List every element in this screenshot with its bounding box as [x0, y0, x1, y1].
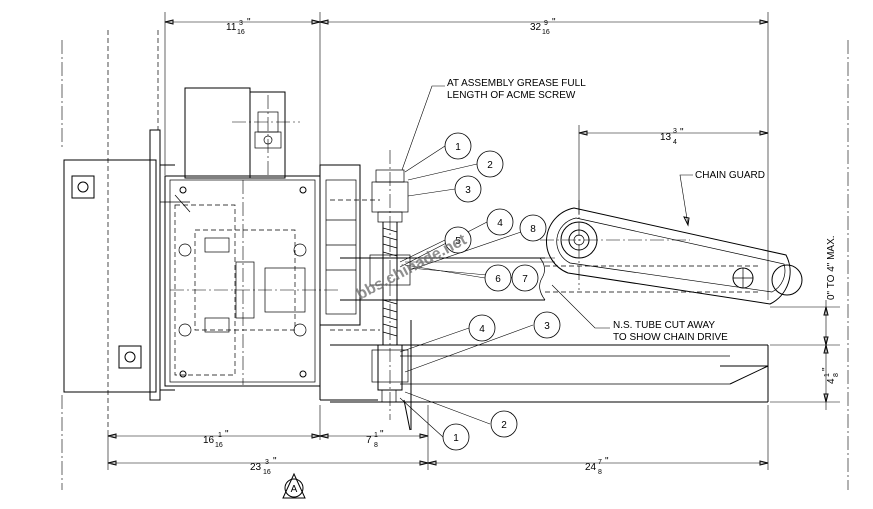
svg-text:2: 2 — [501, 420, 507, 431]
svg-text:16: 16 — [215, 442, 223, 449]
svg-text:6: 6 — [495, 274, 501, 285]
svg-text:": " — [821, 367, 832, 371]
dim-chain: 13 3 4 " — [660, 127, 684, 146]
callout-2-bottom: 2 — [490, 410, 518, 438]
svg-text:24: 24 — [585, 462, 597, 473]
svg-text:3: 3 — [673, 128, 677, 135]
callout-6: 6 — [484, 264, 512, 292]
svg-text:": " — [552, 17, 556, 28]
svg-text:9: 9 — [544, 20, 548, 27]
dim-bottom-left: 16 1 16 " — [203, 429, 229, 449]
svg-text:": " — [380, 429, 384, 440]
dimension-lines — [107, 12, 840, 470]
svg-text:16: 16 — [237, 29, 245, 36]
svg-text:1: 1 — [218, 432, 222, 439]
svg-text:A: A — [291, 484, 298, 495]
grease-note-line2: LENGTH OF ACME SCREW — [447, 90, 576, 101]
svg-text:": " — [273, 456, 277, 467]
callout-5-top: 5 — [444, 226, 472, 254]
notes: AT ASSEMBLY GREASE FULL LENGTH OF ACME S… — [401, 78, 765, 343]
callout-3-bottom: 3 — [533, 311, 561, 339]
dim-top-left: 11 3 16 " — [226, 17, 251, 36]
svg-text:8: 8 — [374, 442, 378, 449]
svg-text:8: 8 — [833, 373, 840, 377]
svg-text:5: 5 — [455, 236, 461, 247]
callout-4-top: 4 — [486, 208, 514, 236]
svg-text:7: 7 — [598, 459, 602, 466]
dim-overall-left: 23 3 16 " — [250, 456, 277, 476]
svg-text:16: 16 — [542, 29, 550, 36]
callout-4-bottom: 4 — [468, 314, 496, 342]
motor-housing — [160, 87, 340, 387]
svg-text:3: 3 — [265, 459, 269, 466]
dimension-text: 11 3 16 " 32 9 16 " 13 3 4 " 16 1 16 " 7… — [203, 17, 840, 476]
svg-text:16: 16 — [203, 435, 215, 446]
svg-text:1: 1 — [455, 142, 461, 153]
tube-note-line2: TO SHOW CHAIN DRIVE — [613, 332, 728, 343]
callout-8: 8 — [519, 214, 547, 242]
chain-guard-label: CHAIN GUARD — [695, 170, 765, 181]
callout-bubbles: 1 2 3 4 5 6 7 8 — [399, 132, 561, 451]
svg-text:7: 7 — [522, 274, 528, 285]
svg-text:": " — [680, 127, 684, 138]
svg-text:4: 4 — [497, 218, 503, 229]
callout-3-top: 3 — [454, 175, 482, 203]
svg-text:3: 3 — [465, 185, 471, 196]
dim-top-right: 32 9 16 " — [530, 17, 556, 36]
tube-note-line1: N.S. TUBE CUT AWAY — [613, 320, 715, 331]
svg-text:16: 16 — [263, 469, 271, 476]
svg-text:": " — [225, 429, 229, 440]
svg-text:": " — [247, 17, 251, 28]
svg-text:8: 8 — [598, 469, 602, 476]
svg-text:13: 13 — [660, 132, 672, 143]
left-column — [61, 30, 849, 490]
svg-text:32: 32 — [530, 22, 542, 33]
callout-7: 7 — [511, 264, 539, 292]
tube-arm — [320, 257, 769, 403]
dim-side: 4 1 8 " — [821, 367, 840, 384]
svg-text:1: 1 — [824, 373, 831, 377]
grease-note-line1: AT ASSEMBLY GREASE FULL — [447, 78, 586, 89]
svg-text:1: 1 — [374, 432, 378, 439]
svg-text:1: 1 — [453, 433, 459, 444]
range-note: 0" TO 4" MAX. — [826, 235, 837, 300]
svg-text:3: 3 — [544, 321, 550, 332]
svg-text:4: 4 — [479, 324, 485, 335]
callout-1-top: 1 — [444, 132, 472, 160]
svg-text:2: 2 — [487, 160, 493, 171]
screw-assembly — [319, 150, 412, 431]
svg-text:4: 4 — [673, 139, 677, 146]
dim-bottom-mid: 7 1 8 " — [366, 429, 384, 449]
svg-text:4: 4 — [826, 378, 837, 384]
svg-text:3: 3 — [239, 20, 243, 27]
svg-text:8: 8 — [530, 224, 536, 235]
svg-text:": " — [605, 456, 609, 467]
chain-drive — [405, 200, 803, 305]
svg-text:23: 23 — [250, 462, 262, 473]
dim-overall-right: 24 7 8 " — [585, 456, 609, 476]
svg-text:11: 11 — [226, 22, 237, 33]
callout-2-top: 2 — [476, 150, 504, 178]
watermark-text: bbs.chinade.net — [354, 231, 470, 304]
callout-1-bottom: 1 — [442, 423, 470, 451]
section-marker: A — [282, 472, 306, 499]
svg-text:7: 7 — [366, 435, 372, 446]
